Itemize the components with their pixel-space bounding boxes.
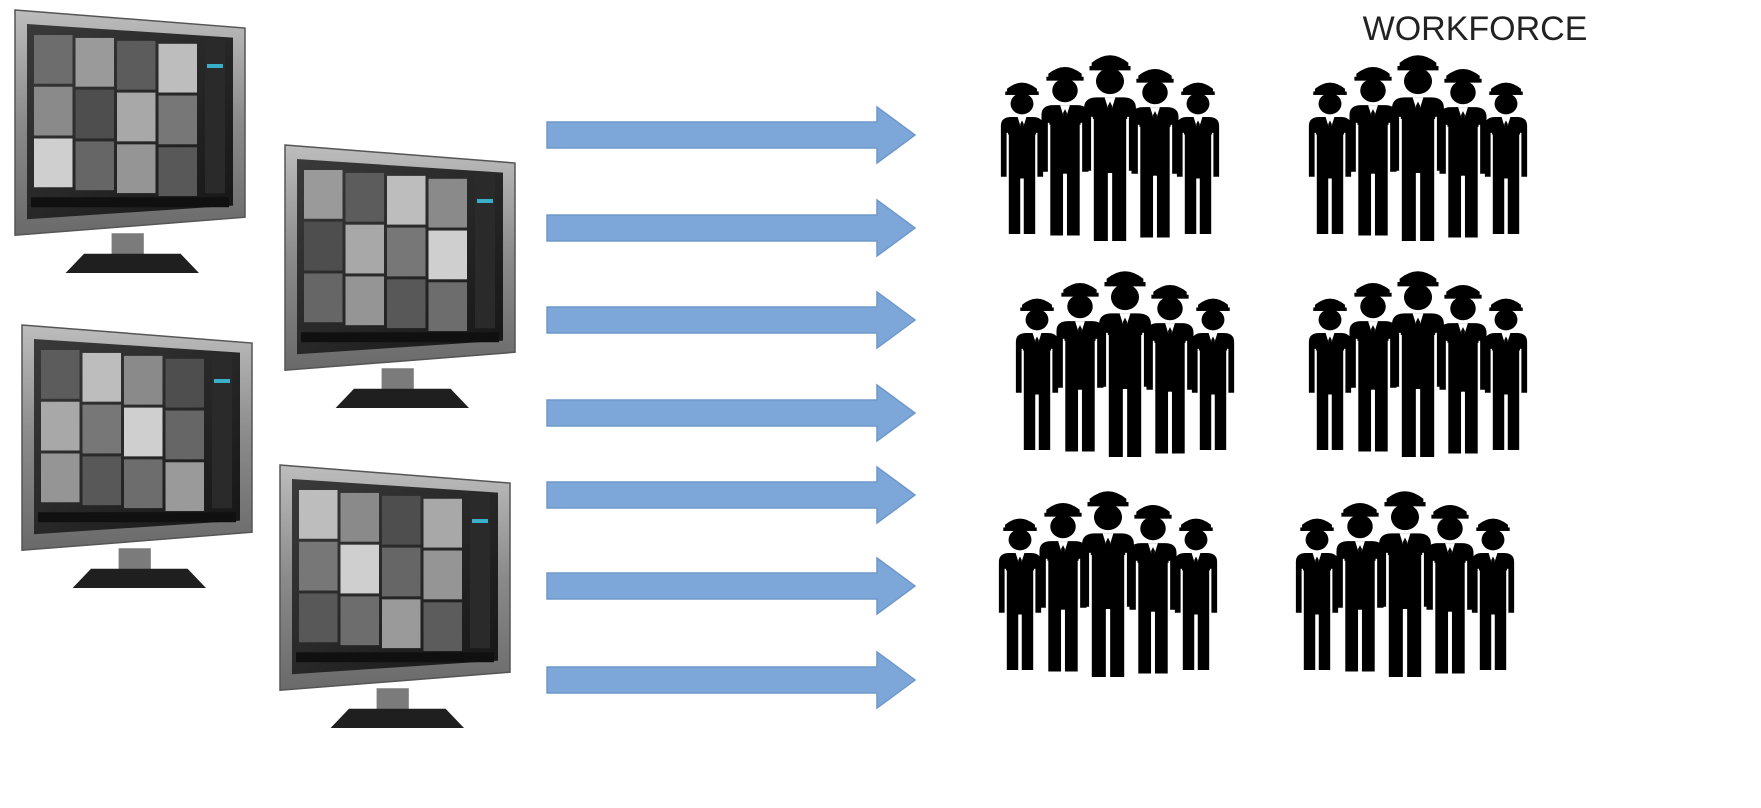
cctv-monitor-icon	[279, 464, 511, 728]
arrow-group	[546, 105, 917, 710]
security-guard-icon	[1082, 491, 1134, 677]
security-guard-icon	[1099, 271, 1151, 457]
security-guard-icon	[1471, 518, 1515, 670]
security-guard-icon	[1308, 298, 1352, 450]
cctv-monitor-icon	[14, 9, 246, 273]
right-arrow-icon	[546, 650, 917, 710]
security-guard-icon	[1295, 518, 1339, 670]
security-guard-icon	[1041, 66, 1089, 236]
security-guard-icon	[1131, 68, 1179, 238]
cctv-monitor-icon	[21, 324, 253, 588]
security-guard-icon	[1129, 504, 1177, 674]
security-guard-icon	[1392, 271, 1444, 457]
right-arrow-icon	[546, 198, 917, 258]
security-guard-icon	[998, 518, 1042, 670]
security-guard-icon	[1084, 55, 1136, 241]
workforce-heading: WORKFORCE	[1363, 10, 1588, 48]
right-arrow-icon	[546, 383, 917, 443]
security-guard-icon	[1176, 82, 1220, 234]
security-guard-icon	[1174, 518, 1218, 670]
security-guard-icon	[1439, 284, 1487, 454]
security-guard-icon	[1392, 55, 1444, 241]
security-guard-icon	[1015, 298, 1059, 450]
security-guard-icon	[1349, 282, 1397, 452]
security-guard-icon	[1439, 68, 1487, 238]
security-guard-icon	[1336, 502, 1384, 672]
security-guard-icon	[1039, 502, 1087, 672]
security-guard-icon	[1000, 82, 1044, 234]
monitor-group	[14, 9, 516, 728]
security-guard-icon	[1308, 82, 1352, 234]
security-guard-icon	[1056, 282, 1104, 452]
right-arrow-icon	[546, 556, 917, 616]
security-guard-icon	[1484, 298, 1528, 450]
security-guard-icon	[1146, 284, 1194, 454]
right-arrow-icon	[546, 290, 917, 350]
security-guard-icon	[1484, 82, 1528, 234]
security-guard-icon	[1379, 491, 1431, 677]
right-arrow-icon	[546, 105, 917, 165]
workforce-group	[998, 55, 1528, 677]
security-guard-icon	[1426, 504, 1474, 674]
security-guard-icon	[1191, 298, 1235, 450]
right-arrow-icon	[546, 465, 917, 525]
security-guard-icon	[1349, 66, 1397, 236]
cctv-monitor-icon	[284, 144, 516, 408]
